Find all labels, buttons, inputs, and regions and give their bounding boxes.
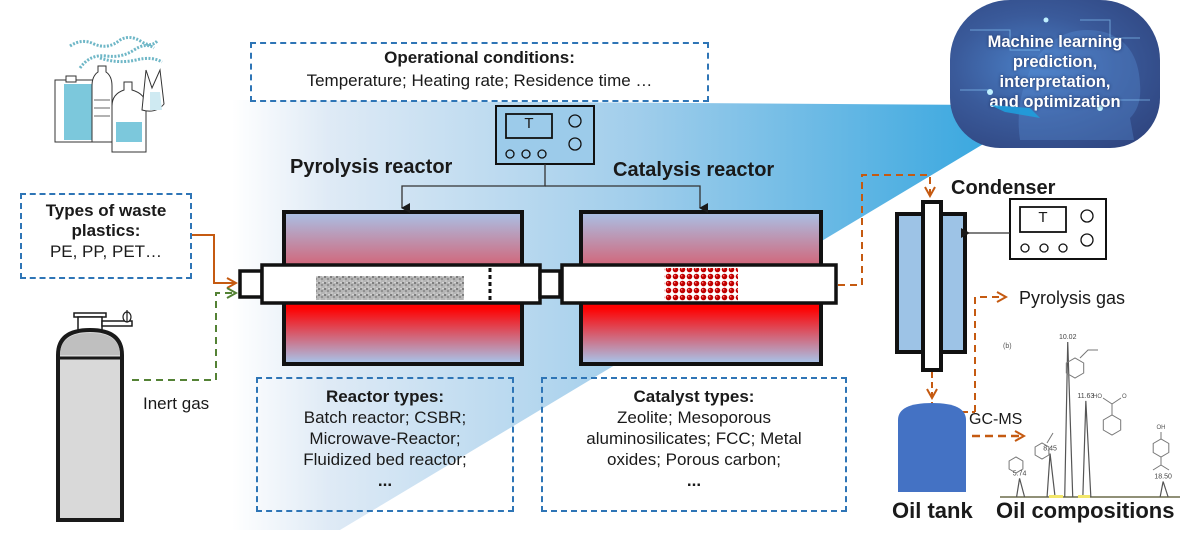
carbonyl-label: O	[1122, 394, 1127, 400]
isopropyl-group	[1152, 432, 1170, 471]
vapor-line	[838, 174, 930, 286]
chromatogram-peak	[1015, 478, 1026, 498]
peak-retention-label: 18.50	[1154, 474, 1172, 481]
chromatogram-peak	[1046, 453, 1056, 498]
peak-highlight	[1049, 495, 1063, 498]
catalyst-bed	[664, 268, 738, 301]
waste-plastics-box: Types of waste plastics: PE, PP, PET…	[20, 193, 192, 279]
control-line-catalysis	[545, 185, 708, 213]
carboxyl-group	[1102, 397, 1122, 415]
reactor-types-box: Reactor types: Batch reactor; CSBR; Micr…	[256, 377, 514, 512]
hydroxyl-label: HO	[1093, 394, 1102, 400]
ml-line-1: Machine learning	[987, 33, 1123, 51]
catalyst-types-line-2: aluminosilicates; FCC; Metal	[586, 429, 802, 448]
reactor-temperature-controller[interactable]	[495, 105, 595, 165]
reactor-types-line-2: Microwave-Reactor;	[309, 429, 461, 448]
peak-retention-label: 8.45	[1043, 446, 1057, 453]
reactor-types-line-1: Batch reactor; CSBR;	[303, 408, 467, 427]
ml-line-3: interpretation,	[999, 73, 1111, 91]
pyrolysis-gas-label: Pyrolysis gas	[1019, 288, 1126, 308]
peak-retention-label: 10.02	[1059, 334, 1077, 341]
ml-line-4: and optimization	[989, 93, 1121, 111]
benzoic-acid-structure	[1102, 414, 1122, 436]
chromatogram-peak	[1064, 341, 1074, 498]
pyrolysis-gas-line	[974, 297, 1006, 412]
chromatogram: (b) 5.74 8.45 10.02 11.63 18.50 HO O OH	[1000, 334, 1180, 498]
inert-gas-line	[132, 293, 236, 381]
benzene-structure	[1008, 456, 1024, 474]
reactor-connector	[538, 269, 562, 299]
condenser	[895, 200, 967, 372]
styrene-structure	[1065, 357, 1085, 379]
waste-plastics-title-1: Types of waste	[45, 201, 167, 220]
catalyst-types-line-1: Zeolite; Mesoporous	[616, 408, 772, 427]
oil-tank	[898, 403, 966, 492]
isopropylphenol-structure	[1152, 438, 1170, 458]
catalysis-reactor	[560, 210, 838, 366]
gcms-label: GC-MS	[969, 411, 1023, 428]
chromatogram-peak	[1082, 400, 1092, 498]
reactor-types-title: Reactor types:	[325, 387, 445, 406]
condenser-label: Condenser	[951, 177, 1056, 199]
circuit-head-graphic	[960, 17, 1150, 140]
reactor-types-line-3: Fluidized bed reactor;	[303, 450, 467, 469]
chromatogram-peak	[1159, 481, 1169, 498]
oil-compositions-label: Oil compositions	[996, 498, 1175, 523]
styrene-vinyl	[1079, 349, 1098, 359]
catalysis-reactor-label: Catalysis reactor	[613, 159, 775, 181]
ml-line-2: prediction,	[1012, 53, 1098, 71]
control-line-pyrolysis	[401, 164, 546, 213]
plastic-feedstock	[316, 276, 464, 300]
peak-highlight	[1078, 495, 1090, 498]
reactor-types-line-4: ...	[377, 471, 393, 490]
operational-conditions-title: Operational conditions:	[384, 48, 575, 67]
oil-tank-label: Oil tank	[892, 498, 973, 523]
toluene-methyl	[1046, 432, 1054, 444]
feed-line	[192, 234, 236, 283]
pyrolysis-reactor-label: Pyrolysis reactor	[290, 156, 453, 178]
catalyst-types-line-3: oxides; Porous carbon;	[607, 450, 781, 469]
toluene-structure	[1034, 442, 1050, 460]
controller-display-label: T	[524, 115, 534, 132]
catalyst-types-title: Catalyst types:	[633, 387, 755, 406]
inert-gas-cylinder	[56, 310, 133, 522]
ml-bubble-text: Machine learning prediction, interpretat…	[950, 32, 1160, 112]
pyrolysis-reactor	[238, 210, 542, 366]
inert-gas-label: Inert gas	[143, 394, 210, 413]
waste-plastics-title-2: plastics:	[71, 221, 141, 240]
waste-plastics-illustration	[54, 35, 165, 153]
ml-bubble: Machine learning prediction, interpretat…	[950, 0, 1160, 148]
condenser-controller-display-label: T	[1038, 209, 1048, 226]
chromatogram-panel-label: (b)	[1003, 343, 1012, 350]
catalyst-types-box: Catalyst types: Zeolite; Mesoporous alum…	[541, 377, 847, 512]
condenser-temperature-controller[interactable]	[1009, 198, 1107, 260]
operational-conditions-body: Temperature; Heating rate; Residence tim…	[306, 71, 653, 90]
catalyst-types-line-4: ...	[686, 471, 702, 490]
peak-retention-label: 11.63	[1077, 393, 1094, 400]
waste-plastics-body: PE, PP, PET…	[49, 242, 163, 261]
peak-retention-label: 5.74	[1013, 470, 1027, 477]
phenol-oh-label: OH	[1157, 425, 1166, 431]
operational-conditions-box: Operational conditions: Temperature; Hea…	[250, 42, 709, 102]
